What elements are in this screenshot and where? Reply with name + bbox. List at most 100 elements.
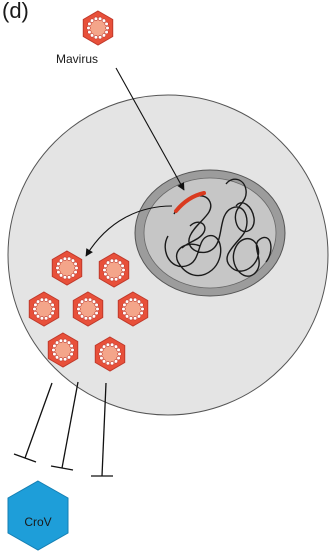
virion-bead bbox=[124, 299, 130, 304]
integrated-mavirus-genome bbox=[174, 191, 206, 213]
virion-bead bbox=[103, 263, 108, 268]
virion-bead bbox=[67, 256, 72, 261]
virion-bead bbox=[109, 258, 114, 263]
virion-bead bbox=[93, 35, 98, 40]
virion-bead bbox=[77, 311, 82, 316]
virion-bead bbox=[101, 18, 107, 23]
virion-bead bbox=[103, 272, 108, 277]
virion-bead bbox=[54, 340, 60, 345]
virion-bead bbox=[33, 311, 38, 316]
inhibition-line bbox=[13, 382, 53, 463]
virion-bead bbox=[55, 265, 60, 271]
virion-bead bbox=[39, 297, 44, 302]
virion-bead bbox=[73, 261, 78, 266]
virion-bead bbox=[94, 302, 99, 307]
virion-bead bbox=[116, 347, 121, 352]
virion-bead bbox=[69, 343, 74, 348]
virion-bead bbox=[35, 314, 41, 319]
virion-bead bbox=[121, 306, 126, 312]
virion-bead bbox=[98, 35, 103, 40]
virion-bead bbox=[102, 267, 107, 273]
virion-bead bbox=[117, 275, 123, 280]
virion-bead bbox=[114, 258, 119, 263]
mavirus-progeny-virion bbox=[98, 252, 130, 288]
virion-bead bbox=[110, 342, 115, 347]
virion-bead bbox=[70, 347, 75, 353]
virion-bead bbox=[140, 306, 145, 312]
virion-bead bbox=[139, 311, 144, 316]
virion-bead bbox=[139, 302, 144, 307]
virion-bead bbox=[120, 272, 125, 277]
virion-bead bbox=[120, 263, 125, 268]
mavirus-progeny-virion bbox=[47, 332, 79, 368]
mavirus-progeny-virion bbox=[94, 336, 126, 372]
virion-bead bbox=[109, 277, 114, 282]
virion-bead bbox=[83, 297, 88, 302]
virion-bead bbox=[104, 30, 109, 35]
virion-bead bbox=[73, 270, 78, 275]
virion-bead bbox=[76, 306, 81, 312]
virion-bead bbox=[32, 306, 37, 312]
mavirus-progeny-virion bbox=[51, 250, 83, 286]
virion-bead bbox=[69, 352, 74, 357]
virion-bead bbox=[94, 311, 99, 316]
virion-bead bbox=[116, 356, 121, 361]
virion-bead bbox=[104, 21, 109, 26]
mavirus-virion-incoming bbox=[82, 10, 114, 46]
virion-bead bbox=[54, 355, 60, 360]
virion-bead bbox=[56, 270, 61, 275]
virion-bead bbox=[99, 356, 104, 361]
virion-bead bbox=[58, 357, 63, 362]
virion-bead bbox=[98, 16, 103, 21]
virion-bead bbox=[133, 316, 138, 321]
virion-bead bbox=[67, 275, 72, 280]
mavirus-progeny-virion bbox=[28, 291, 60, 327]
virion-bead bbox=[99, 347, 104, 352]
virion-bead bbox=[39, 316, 44, 321]
virion-bead bbox=[128, 316, 133, 321]
virion-bead bbox=[83, 316, 88, 321]
virion-bead bbox=[89, 18, 95, 23]
virion-bead bbox=[89, 33, 95, 38]
virion-bead bbox=[114, 277, 119, 282]
virion-bead bbox=[50, 311, 55, 316]
virion-bead bbox=[47, 314, 53, 319]
mavirus-progeny-virion bbox=[72, 291, 104, 327]
virion-bead bbox=[58, 258, 64, 263]
virion-bead bbox=[91, 314, 97, 319]
virion-bead bbox=[122, 302, 127, 307]
virion-bead bbox=[110, 361, 115, 366]
virion-bead bbox=[58, 338, 63, 343]
virion-bead bbox=[136, 299, 142, 304]
virion-bead bbox=[66, 355, 72, 360]
virion-bead bbox=[58, 273, 64, 278]
virion-bead bbox=[51, 347, 56, 353]
virion-bead bbox=[79, 314, 85, 319]
virion-bead bbox=[52, 352, 57, 357]
virion-bead bbox=[87, 30, 92, 35]
virion-bead bbox=[62, 275, 67, 280]
virion-bead bbox=[113, 359, 119, 364]
virion-bead bbox=[121, 267, 126, 273]
virion-bead bbox=[44, 316, 49, 321]
virion-bead bbox=[35, 299, 41, 304]
virion-bead bbox=[88, 316, 93, 321]
virion-bead bbox=[113, 344, 119, 349]
virion-bead bbox=[105, 25, 110, 31]
virion-bead bbox=[86, 25, 91, 31]
virion-bead bbox=[101, 359, 107, 364]
virion-bead bbox=[122, 311, 127, 316]
mavirus-progeny-virion bbox=[117, 291, 149, 327]
virion-bead bbox=[87, 21, 92, 26]
virion-bead bbox=[33, 302, 38, 307]
virion-bead bbox=[117, 351, 122, 357]
virion-bead bbox=[47, 299, 53, 304]
inhibition-line bbox=[91, 382, 113, 477]
virion-bead bbox=[105, 275, 111, 280]
virion-bead bbox=[77, 302, 82, 307]
virion-bead bbox=[91, 299, 97, 304]
virion-bead bbox=[52, 343, 57, 348]
virion-bead bbox=[63, 338, 68, 343]
crov-label: CroV bbox=[24, 515, 51, 529]
